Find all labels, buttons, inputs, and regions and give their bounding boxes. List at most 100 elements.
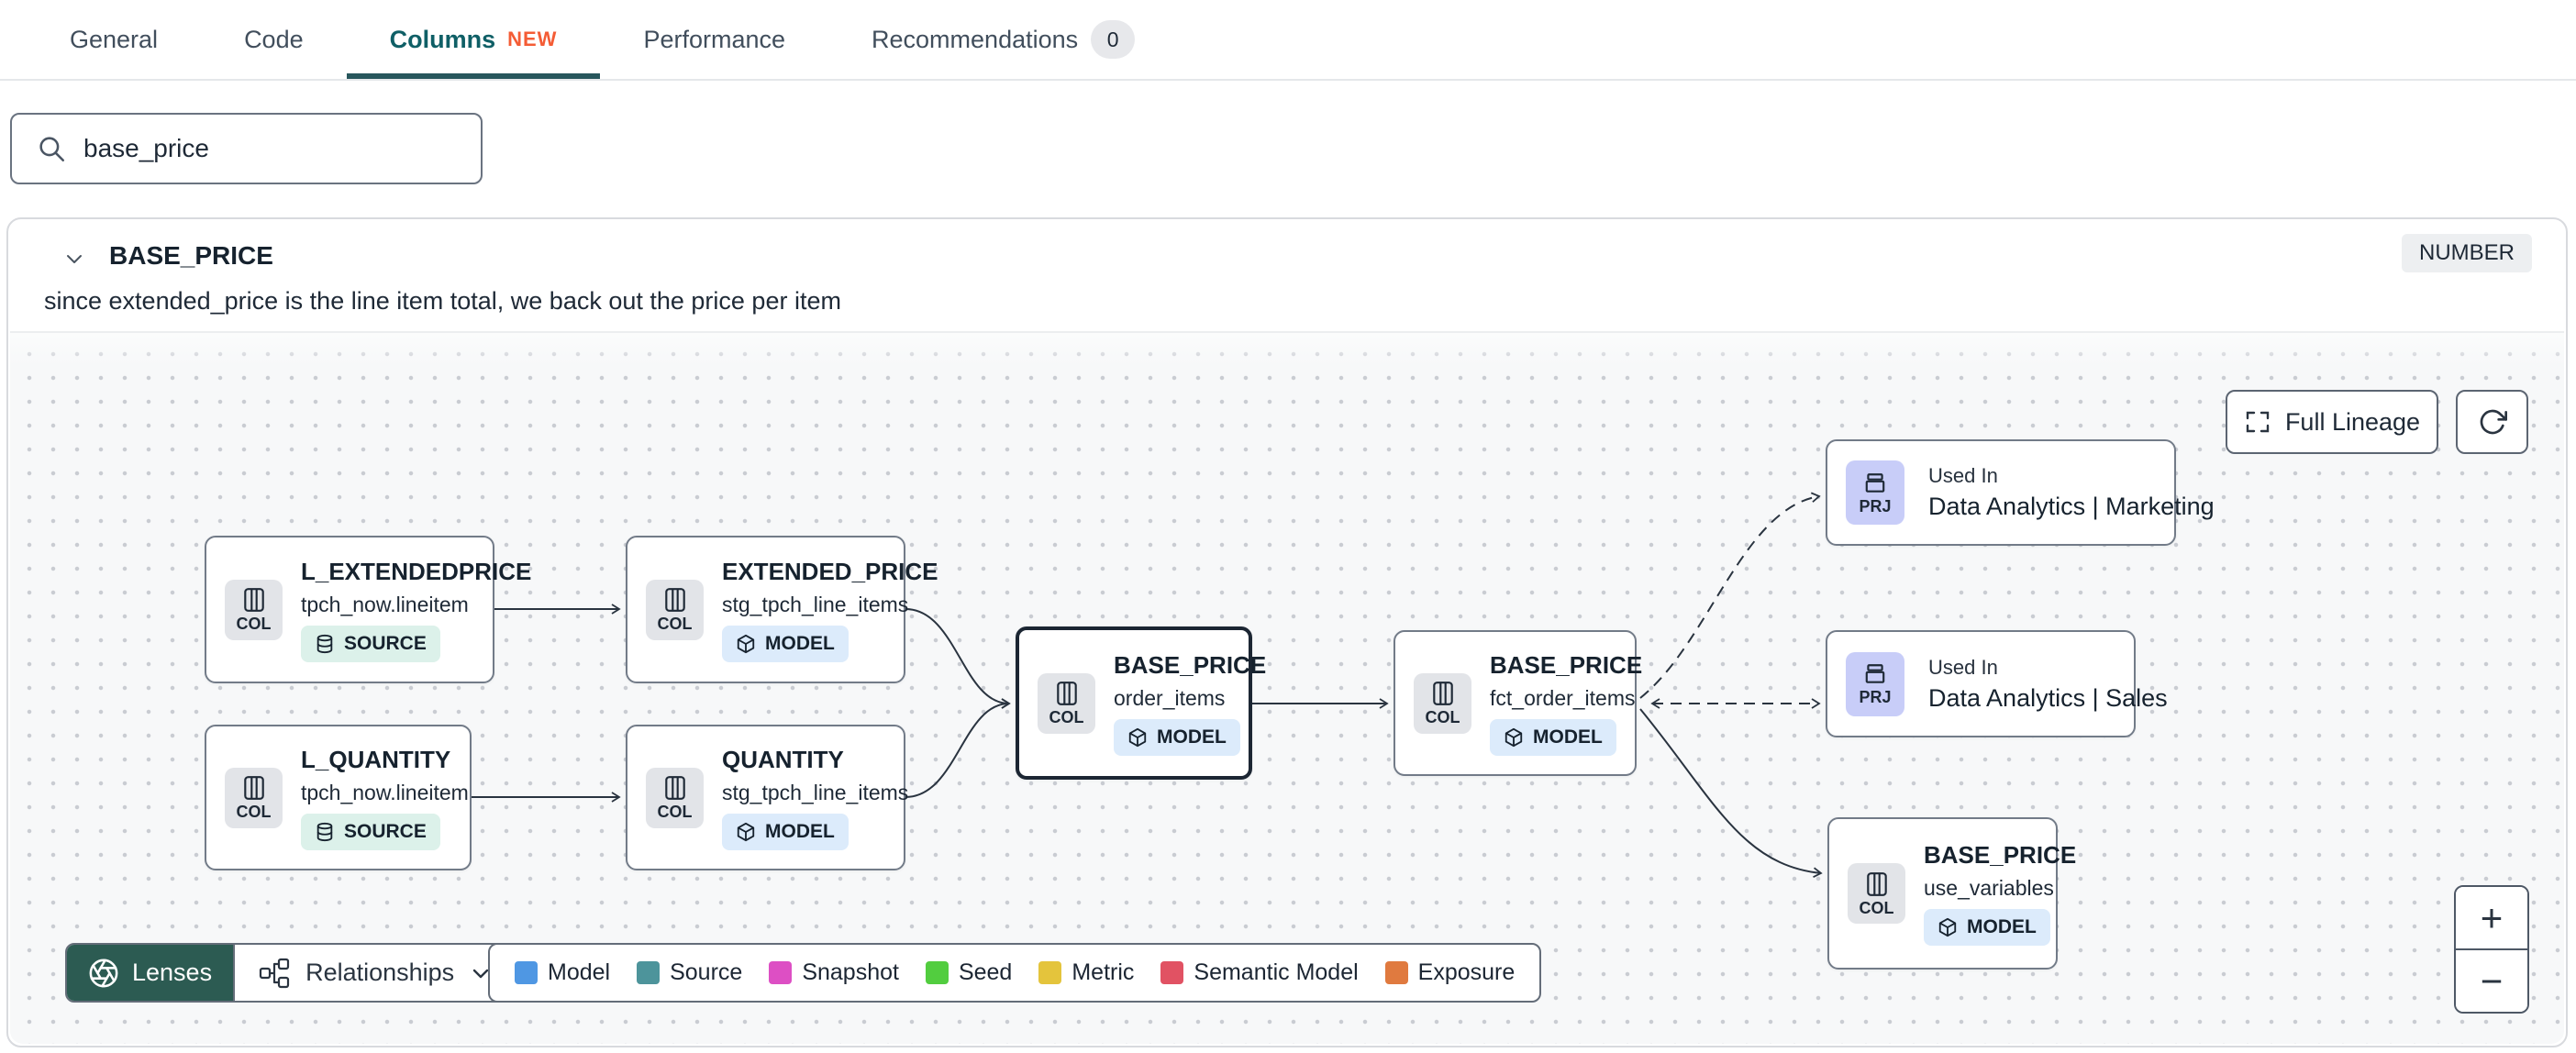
column-panel: BASE_PRICE NUMBER since extended_price i…	[6, 217, 2568, 1047]
legend-item-semantic-model: Semantic Model	[1160, 959, 1359, 986]
lineage-node-l-quantity[interactable]: COL L_QUANTITY tpch_now.lineitem SOURCE	[205, 725, 472, 870]
tab-general[interactable]: General	[27, 0, 201, 79]
legend-label: Exposure	[1417, 959, 1516, 985]
tab-performance[interactable]: Performance	[600, 0, 828, 79]
node-title: Data Analytics | Marketing	[1928, 493, 2215, 520]
column-type-badge: NUMBER	[2401, 234, 2532, 272]
cube-icon	[737, 822, 755, 841]
node-title: Data Analytics | Sales	[1928, 683, 2168, 712]
count-badge: 0	[1091, 20, 1136, 59]
node-title: BASE_PRICE	[1924, 841, 2077, 869]
tab-columns[interactable]: Columns NEW	[347, 0, 601, 79]
column-icon: COL	[646, 767, 704, 828]
columns-icon	[1056, 682, 1077, 705]
lineage-node-l-extendedprice[interactable]: COL L_EXTENDEDPRICE tpch_now.lineitem SO…	[205, 536, 531, 683]
legend-label: Model	[548, 959, 611, 985]
expand-icon	[2246, 411, 2270, 433]
columns-icon	[664, 776, 685, 800]
relationships-dropdown[interactable]: Relationships	[233, 945, 516, 1001]
col-icon-label: COL	[1425, 708, 1460, 726]
lineage-canvas[interactable]: COL L_EXTENDEDPRICE tpch_now.lineitem SO…	[10, 331, 2564, 1044]
node-title: L_EXTENDEDPRICE	[301, 557, 532, 585]
tab-code[interactable]: Code	[201, 0, 347, 79]
columns-icon	[1866, 871, 1887, 896]
full-lineage-button[interactable]: Full Lineage	[2226, 390, 2438, 454]
lineage-node-extended-price[interactable]: COL EXTENDED_PRICE stg_tpch_line_items M…	[626, 536, 938, 683]
column-search[interactable]	[10, 113, 483, 184]
lineage-node-quantity[interactable]: COL QUANTITY stg_tpch_line_items MODEL	[626, 725, 908, 870]
legend-swatch	[637, 961, 661, 984]
lineage-node-base-price-fct-order-items[interactable]: COL BASE_PRICE fct_order_items MODEL	[1393, 630, 1642, 776]
relationships-label: Relationships	[305, 959, 455, 986]
node-subtitle: fct_order_items	[1490, 685, 1636, 710]
model-badge: MODEL	[722, 813, 849, 850]
node-title: EXTENDED_PRICE	[722, 557, 938, 585]
lineage-node-used-in-marketing[interactable]: PRJ Used In Data Analytics | Marketing	[1826, 439, 2215, 546]
collapse-chevron-button[interactable]	[60, 245, 89, 274]
node-title: BASE_PRICE	[1114, 650, 1267, 679]
legend-label: Seed	[958, 959, 1013, 985]
legend-label: Semantic Model	[1194, 959, 1359, 985]
node-subtitle: stg_tpch_line_items	[722, 592, 909, 616]
col-icon-label: COL	[236, 803, 272, 821]
source-badge: SOURCE	[301, 813, 440, 850]
node-subtitle: tpch_now.lineitem	[301, 592, 469, 616]
refresh-button[interactable]	[2456, 390, 2528, 454]
project-icon: PRJ	[1846, 460, 1904, 525]
model-badge: MODEL	[1114, 718, 1240, 756]
database-icon	[316, 822, 333, 841]
badge-label: SOURCE	[344, 820, 427, 842]
node-type-legend: Model Source Snapshot Seed Metric Semant…	[488, 943, 1542, 1003]
zoom-in-button[interactable]: +	[2456, 887, 2527, 950]
used-in-kicker: Used In	[1928, 655, 1998, 679]
legend-swatch	[1384, 961, 1408, 984]
legend-item-source: Source	[637, 959, 742, 986]
col-icon-label: COL	[236, 615, 272, 633]
cube-icon	[1938, 917, 1957, 937]
database-icon	[316, 634, 333, 653]
legend-label: Snapshot	[802, 959, 899, 985]
legend-swatch	[925, 961, 949, 984]
tab-label: General	[70, 25, 159, 53]
lineage-node-base-price-order-items[interactable]: COL BASE_PRICE order_items MODEL	[1016, 626, 1266, 780]
badge-label: MODEL	[1533, 726, 1603, 748]
column-description: since extended_price is the line item to…	[44, 287, 841, 315]
refresh-icon	[2480, 409, 2507, 435]
tab-label: Recommendations	[872, 25, 1079, 53]
node-title: L_QUANTITY	[301, 745, 451, 773]
node-title: QUANTITY	[722, 745, 844, 773]
full-lineage-label: Full Lineage	[2284, 407, 2421, 436]
column-header: BASE_PRICE NUMBER	[8, 219, 2566, 280]
badge-label: MODEL	[765, 820, 835, 842]
col-icon-label: COL	[1049, 708, 1084, 726]
tab-recommendations[interactable]: Recommendations 0	[828, 0, 1178, 79]
cube-icon	[1128, 727, 1147, 747]
legend-swatch	[1038, 961, 1062, 984]
lenses-button[interactable]: Lenses	[67, 945, 234, 1001]
tab-label: Code	[244, 25, 304, 53]
search-input[interactable]	[83, 134, 470, 163]
source-badge: SOURCE	[301, 625, 440, 662]
columns-icon	[1432, 682, 1453, 705]
legend-item-seed: Seed	[925, 959, 1013, 986]
legend-label: Metric	[1071, 959, 1135, 985]
lineage-node-used-in-sales[interactable]: PRJ Used In Data Analytics | Sales	[1826, 630, 2168, 737]
legend-label: Source	[670, 959, 743, 985]
lineage-node-base-price-use-variables[interactable]: COL BASE_PRICE use_variables MODEL	[1827, 817, 2076, 970]
lineage-toolbar: Lenses Relationships	[65, 943, 518, 1003]
column-icon: COL	[1414, 672, 1471, 734]
zoom-out-button[interactable]: −	[2456, 950, 2527, 1012]
column-icon: COL	[1848, 863, 1905, 924]
tab-label: Columns	[389, 25, 496, 53]
node-subtitle: order_items	[1114, 685, 1226, 710]
col-icon-label: COL	[657, 803, 693, 821]
archive-icon	[1865, 664, 1885, 683]
node-subtitle: use_variables	[1924, 876, 2054, 900]
aperture-icon	[89, 959, 118, 987]
tab-label: Performance	[643, 25, 786, 53]
col-icon-label: COL	[1859, 898, 1894, 917]
badge-label: MODEL	[1157, 726, 1227, 748]
project-icon: PRJ	[1846, 651, 1904, 716]
badge-label: SOURCE	[344, 632, 427, 654]
relationships-icon	[259, 958, 290, 988]
